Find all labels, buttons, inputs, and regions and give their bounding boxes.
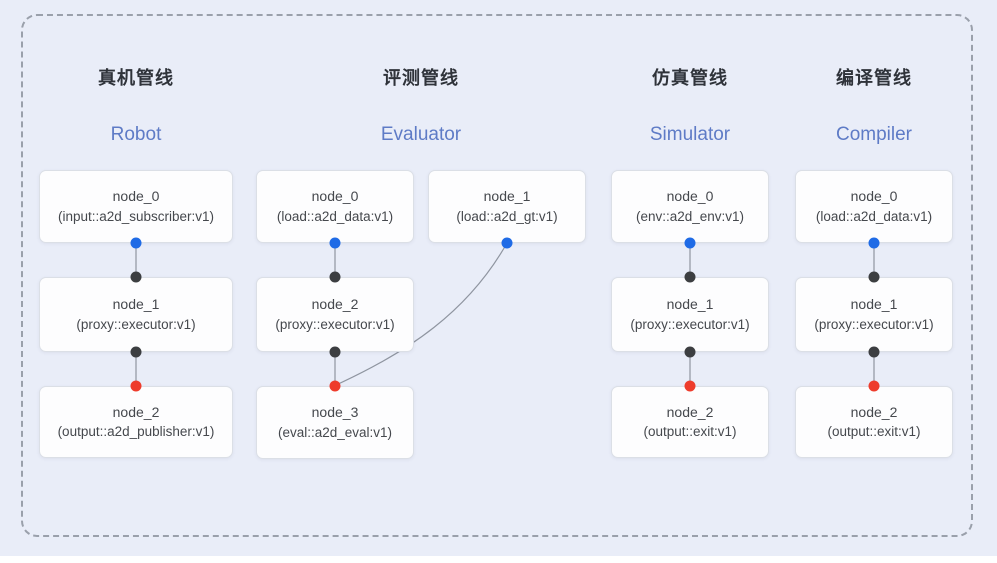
node-subtitle: (eval::a2d_eval:v1) <box>277 424 393 440</box>
connector-dot-blue <box>501 237 513 249</box>
node-card-evaluator-1: node_1(load::a2d_gt:v1) <box>428 170 586 243</box>
bottom-strip <box>0 556 997 563</box>
connector-dot-blue <box>329 237 341 249</box>
node-card-simulator-2: node_2(output::exit:v1) <box>611 386 769 458</box>
connector-dot-dark <box>868 271 880 283</box>
node-card-simulator-0: node_0(env::a2d_env:v1) <box>611 170 769 243</box>
node-title: node_2 <box>666 403 714 420</box>
connector-dot-blue <box>130 237 142 249</box>
connector-dot-dark <box>868 346 880 358</box>
connector-dot-dark <box>329 271 341 283</box>
node-card-robot-1: node_1(proxy::executor:v1) <box>39 277 233 352</box>
node-subtitle: (load::a2d_data:v1) <box>276 208 394 224</box>
node-card-evaluator-0: node_0(load::a2d_data:v1) <box>256 170 414 243</box>
pipeline-title-cn-simulator: 仿真管线 <box>652 68 728 88</box>
connector-dot-dark <box>130 346 142 358</box>
node-title: node_2 <box>850 403 898 420</box>
dashed-frame <box>21 14 973 537</box>
connector-dot-dark <box>130 271 142 283</box>
node-subtitle: (proxy::executor:v1) <box>76 316 196 332</box>
node-subtitle: (proxy::executor:v1) <box>630 316 750 332</box>
node-subtitle: (input::a2d_subscriber:v1) <box>57 208 215 224</box>
connector-dot-red <box>868 380 880 392</box>
node-card-evaluator-2: node_2(proxy::executor:v1) <box>256 277 414 352</box>
pipeline-title-en-compiler: Compiler <box>835 124 913 145</box>
node-title: node_2 <box>311 296 359 312</box>
node-subtitle: (load::a2d_data:v1) <box>815 208 933 224</box>
node-subtitle: (proxy::executor:v1) <box>814 316 934 332</box>
pipeline-title-en-robot: Robot <box>110 124 162 145</box>
connector-dot-dark <box>684 271 696 283</box>
pipeline-title-cn-compiler: 编译管线 <box>836 68 912 88</box>
node-subtitle: (proxy::executor:v1) <box>275 316 395 332</box>
pipeline-title-cn-robot: 真机管线 <box>98 68 174 88</box>
node-subtitle: (output::exit:v1) <box>827 424 921 440</box>
node-title: node_2 <box>112 403 160 420</box>
pipeline-title-cn-evaluator: 评测管线 <box>383 68 459 88</box>
node-title: node_0 <box>666 188 714 204</box>
node-subtitle: (env::a2d_env:v1) <box>635 208 745 224</box>
node-subtitle: (output::exit:v1) <box>643 424 737 440</box>
node-card-compiler-2: node_2(output::exit:v1) <box>795 386 953 458</box>
node-title: node_1 <box>666 296 714 312</box>
connector-dot-red <box>130 380 142 392</box>
node-card-compiler-0: node_0(load::a2d_data:v1) <box>795 170 953 243</box>
pipeline-title-en-evaluator: Evaluator <box>380 124 462 145</box>
connector-dot-red <box>329 380 341 392</box>
node-card-robot-0: node_0(input::a2d_subscriber:v1) <box>39 170 233 243</box>
node-title: node_0 <box>112 188 160 204</box>
connector-dot-red <box>684 380 696 392</box>
node-title: node_1 <box>483 188 531 204</box>
connector-dot-blue <box>684 237 696 249</box>
node-title: node_0 <box>311 188 359 204</box>
connector-dot-dark <box>329 346 341 358</box>
connector-dot-blue <box>868 237 880 249</box>
node-card-compiler-1: node_1(proxy::executor:v1) <box>795 277 953 352</box>
node-title: node_1 <box>850 296 898 312</box>
node-card-robot-2: node_2(output::a2d_publisher:v1) <box>39 386 233 458</box>
node-subtitle: (load::a2d_gt:v1) <box>456 208 558 224</box>
edge-curve <box>335 242 508 386</box>
node-card-evaluator-3: node_3(eval::a2d_eval:v1) <box>256 386 414 459</box>
node-title: node_1 <box>112 296 160 312</box>
node-title: node_3 <box>311 404 359 420</box>
pipeline-title-en-simulator: Simulator <box>649 124 731 145</box>
node-subtitle: (output::a2d_publisher:v1) <box>57 424 215 440</box>
connector-dot-dark <box>684 346 696 358</box>
node-title: node_0 <box>850 188 898 204</box>
node-card-simulator-1: node_1(proxy::executor:v1) <box>611 277 769 352</box>
